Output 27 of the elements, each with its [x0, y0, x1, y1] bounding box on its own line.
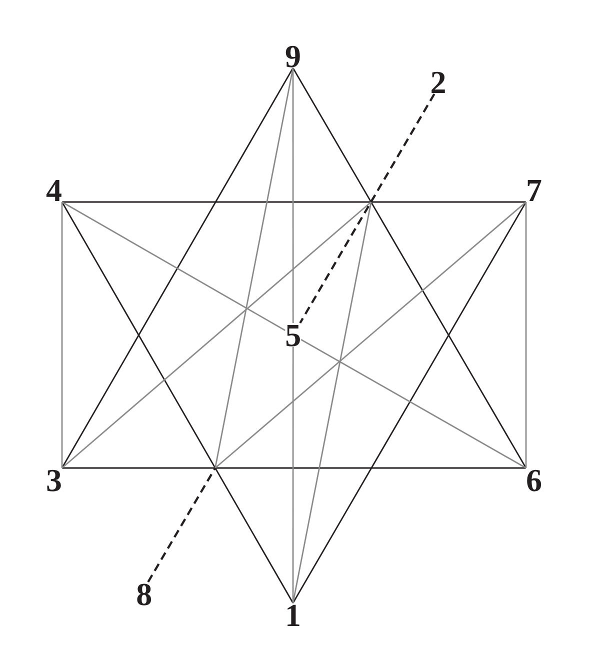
line [292, 202, 372, 604]
dashed-line [299, 93, 436, 324]
point-number: 7 [526, 178, 542, 202]
line [292, 202, 527, 604]
line [62, 201, 372, 469]
line [214, 201, 526, 469]
point-number: 5 [285, 323, 302, 347]
point-number: 3 [46, 468, 62, 492]
line [61, 202, 63, 468]
line [62, 201, 526, 203]
line [292, 347, 294, 603]
point-number: 1 [285, 603, 301, 627]
line [214, 68, 294, 468]
line [61, 68, 294, 468]
line [62, 201, 286, 331]
line [292, 68, 294, 323]
point-number: 9 [285, 44, 301, 68]
point-number: 8 [136, 582, 152, 606]
line [525, 202, 527, 468]
line [292, 68, 527, 468]
line [62, 467, 526, 469]
point-number: 4 [46, 178, 62, 202]
dashed-line [147, 467, 216, 583]
point-number: 6 [526, 468, 542, 492]
line [300, 339, 526, 469]
point-number: 2 [430, 70, 446, 94]
line [61, 202, 294, 604]
